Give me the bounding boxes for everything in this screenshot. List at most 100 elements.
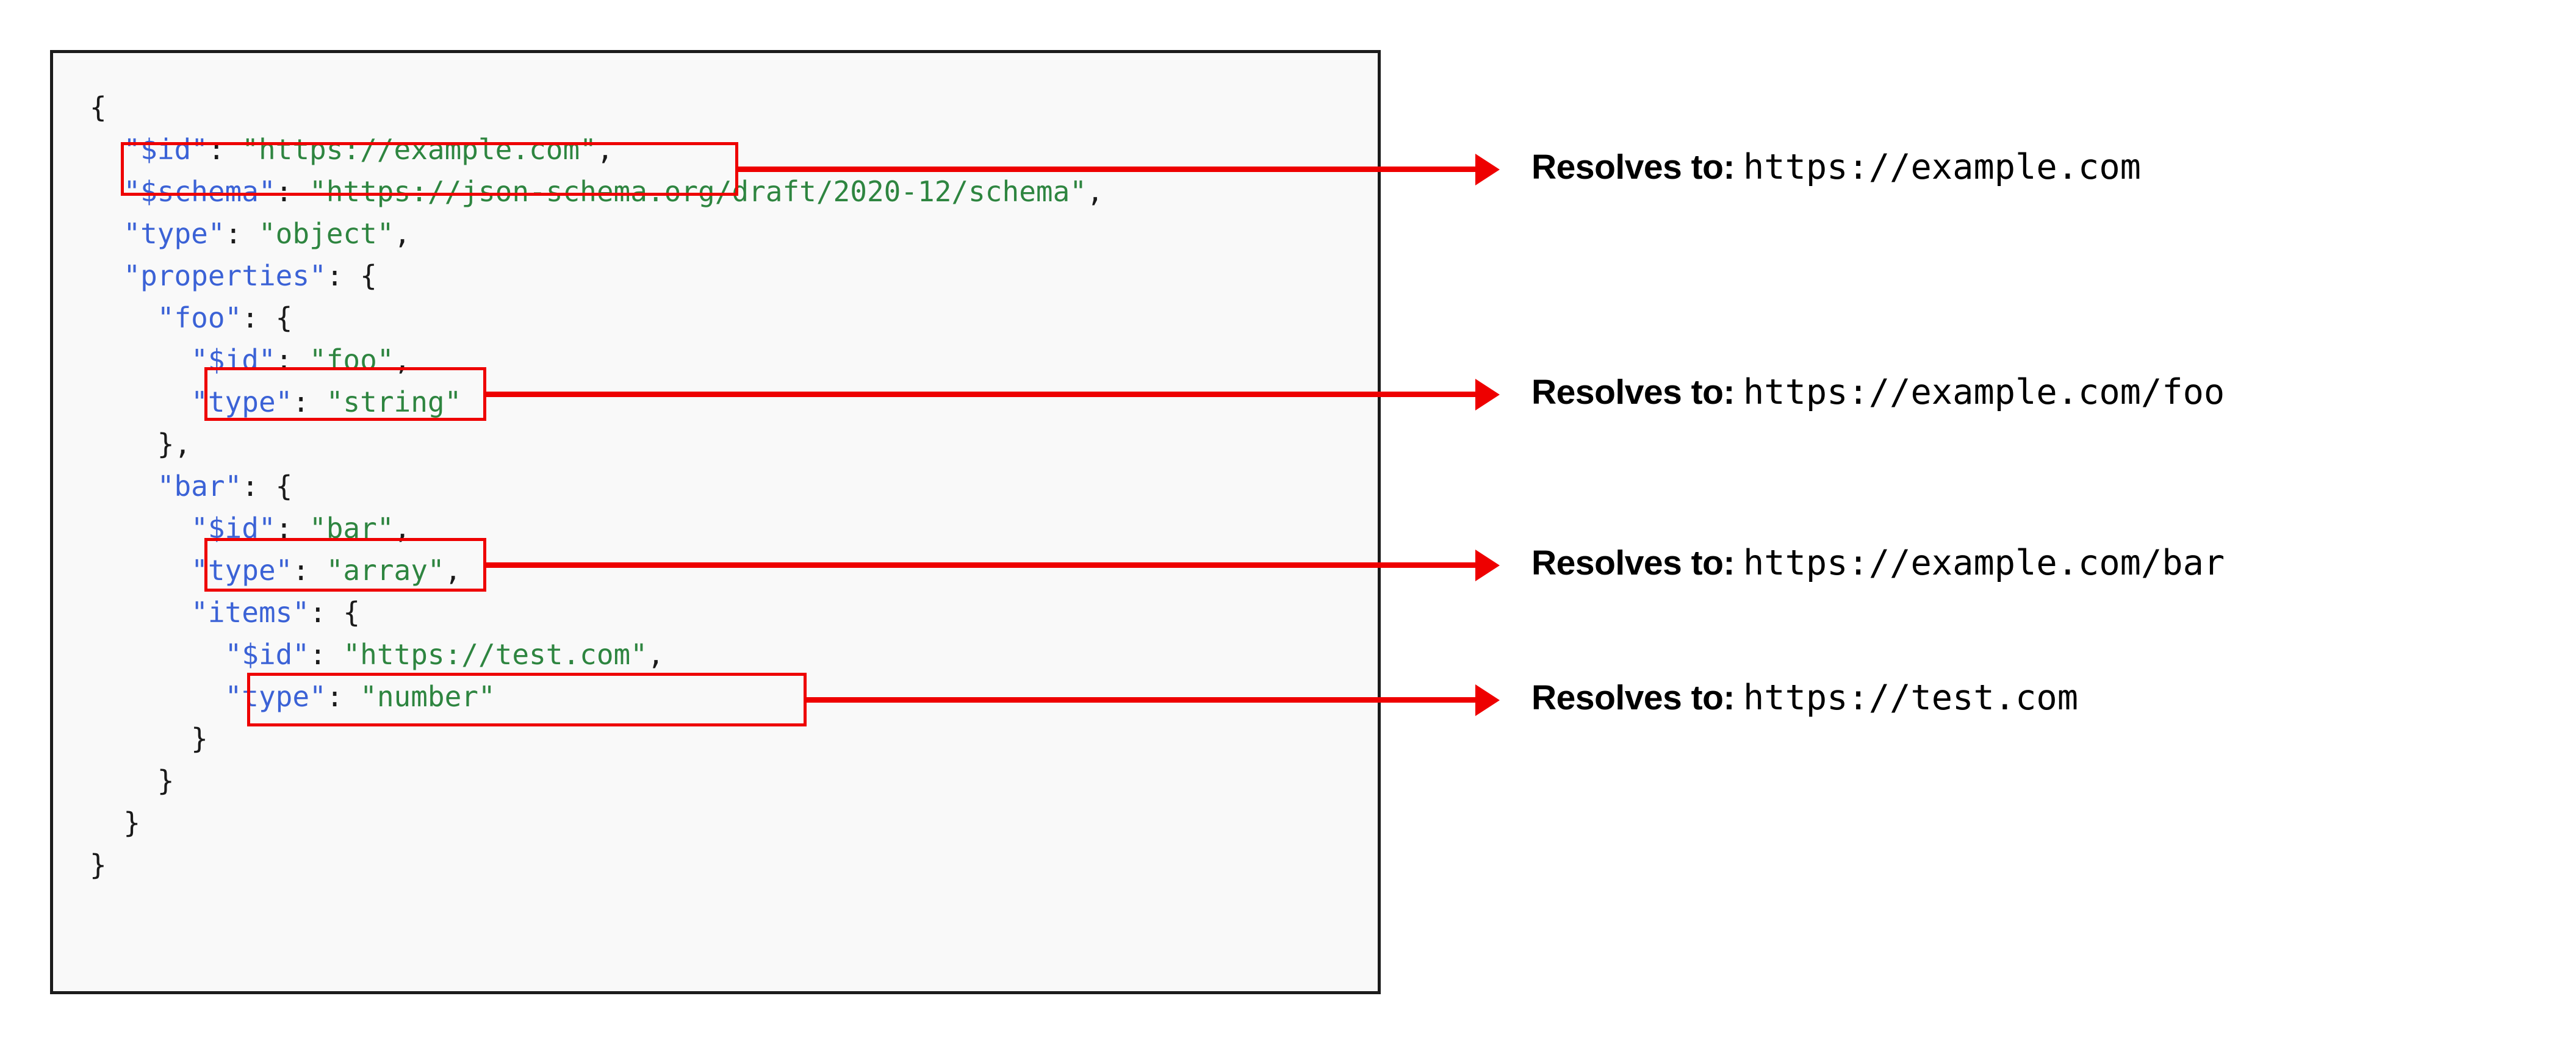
code-token-punc: : bbox=[309, 638, 344, 671]
resolves-to-label: Resolves to: bbox=[1531, 678, 1735, 717]
code-token-punc: : bbox=[275, 343, 310, 376]
code-indent bbox=[90, 680, 225, 713]
code-token-str: "string" bbox=[326, 385, 462, 418]
code-line: "type": "string" bbox=[90, 381, 1104, 423]
code-token-key: "$id" bbox=[123, 133, 208, 166]
code-token-str: "object" bbox=[258, 217, 394, 250]
code-token-punc: }, bbox=[157, 428, 192, 461]
code-token-key: "properties" bbox=[123, 259, 326, 292]
code-line: "items": { bbox=[90, 592, 1104, 634]
code-token-str: "https://test.com" bbox=[343, 638, 647, 671]
code-indent bbox=[90, 470, 157, 503]
code-token-str: "https://json-schema.org/draft/2020-12/s… bbox=[309, 175, 1087, 208]
code-token-punc: , bbox=[394, 343, 411, 376]
code-line: "type": "object", bbox=[90, 213, 1104, 255]
code-line: } bbox=[90, 760, 1104, 802]
code-indent bbox=[90, 133, 123, 166]
code-token-punc: : { bbox=[309, 596, 361, 629]
code-line: "properties": { bbox=[90, 255, 1104, 297]
code-line: } bbox=[90, 718, 1104, 760]
code-indent bbox=[90, 343, 191, 376]
code-token-punc: , bbox=[444, 554, 462, 587]
resolves-to-label: Resolves to: bbox=[1531, 373, 1735, 412]
highlight-id-foo bbox=[204, 367, 486, 421]
code-token-punc: : { bbox=[242, 301, 293, 334]
code-token-key: "bar" bbox=[157, 470, 242, 503]
code-indent bbox=[90, 259, 123, 292]
resolved-uri-value: https://example.com/foo bbox=[1743, 372, 2225, 412]
code-line: "$id": "https://test.com", bbox=[90, 634, 1104, 676]
code-token-key: "type" bbox=[123, 217, 225, 250]
code-token-str: "array" bbox=[326, 554, 445, 587]
code-token-punc: } bbox=[90, 848, 107, 881]
arrow-to-root bbox=[737, 167, 1477, 172]
json-code-panel: { "$id": "https://example.com", "$schema… bbox=[50, 50, 1381, 994]
code-token-key: "type" bbox=[191, 385, 293, 418]
resolved-uri-value: https://example.com/bar bbox=[1743, 543, 2225, 583]
resolved-uri-value: https://test.com bbox=[1743, 678, 2079, 718]
code-token-punc: , bbox=[647, 638, 664, 671]
code-token-key: "type" bbox=[225, 680, 326, 713]
resolved-uri-value: https://example.com bbox=[1743, 147, 2141, 187]
code-line: "bar": { bbox=[90, 465, 1104, 507]
annotation-bar: Resolves to:https://example.com/bar bbox=[1531, 546, 2225, 581]
code-token-str: "https://example.com" bbox=[242, 133, 597, 166]
code-indent bbox=[90, 722, 191, 755]
arrow-to-foo bbox=[485, 392, 1477, 397]
code-indent bbox=[90, 217, 123, 250]
code-indent bbox=[90, 554, 191, 587]
resolves-to-label: Resolves to: bbox=[1531, 148, 1735, 187]
code-token-punc: } bbox=[123, 806, 141, 839]
annotation-items: Resolves to:https://test.com bbox=[1531, 681, 2078, 715]
code-token-punc: : bbox=[292, 385, 326, 418]
code-token-key: "items" bbox=[191, 596, 310, 629]
code-indent bbox=[90, 175, 123, 208]
code-token-key: "foo" bbox=[157, 301, 242, 334]
arrow-to-bar bbox=[485, 562, 1477, 568]
code-token-punc: , bbox=[596, 133, 614, 166]
code-token-punc: , bbox=[394, 217, 411, 250]
code-indent bbox=[90, 512, 191, 545]
code-line: "type": "number" bbox=[90, 676, 1104, 718]
code-indent bbox=[90, 638, 225, 671]
code-token-punc: { bbox=[90, 91, 107, 124]
code-token-punc: : { bbox=[242, 470, 293, 503]
arrow-to-items bbox=[805, 697, 1477, 703]
code-indent bbox=[90, 301, 157, 334]
code-line: "$schema": "https://json-schema.org/draf… bbox=[90, 171, 1104, 213]
code-token-str: "foo" bbox=[309, 343, 394, 376]
code-line: "type": "array", bbox=[90, 550, 1104, 592]
code-line: "$id": "foo", bbox=[90, 339, 1104, 381]
code-token-punc: , bbox=[1086, 175, 1104, 208]
code-indent bbox=[90, 764, 157, 797]
code-line: "foo": { bbox=[90, 297, 1104, 339]
resolves-to-label: Resolves to: bbox=[1531, 543, 1735, 582]
code-token-key: "type" bbox=[191, 554, 293, 587]
code-token-key: "$schema" bbox=[123, 175, 276, 208]
code-token-punc: : { bbox=[326, 259, 377, 292]
code-token-punc: : bbox=[326, 680, 361, 713]
code-line: "$id": "https://example.com", bbox=[90, 129, 1104, 171]
code-token-punc: } bbox=[157, 764, 174, 797]
code-token-punc: : bbox=[275, 175, 310, 208]
code-token-str: "number" bbox=[360, 680, 495, 713]
highlight-id-root bbox=[121, 142, 738, 196]
highlight-id-bar bbox=[204, 538, 486, 592]
highlight-id-items bbox=[247, 673, 807, 726]
code-line: { bbox=[90, 87, 1104, 129]
code-indent bbox=[90, 596, 191, 629]
code-indent bbox=[90, 385, 191, 418]
code-line: }, bbox=[90, 423, 1104, 465]
code-token-key: "$id" bbox=[225, 638, 310, 671]
code-indent bbox=[90, 806, 123, 839]
code-token-punc: : bbox=[292, 554, 326, 587]
annotation-root: Resolves to:https://example.com bbox=[1531, 150, 2141, 185]
code-token-punc: } bbox=[191, 722, 208, 755]
code-token-punc: : bbox=[207, 133, 242, 166]
code-indent bbox=[90, 428, 157, 461]
code-line: } bbox=[90, 802, 1104, 844]
code-line: } bbox=[90, 844, 1104, 886]
annotation-foo: Resolves to:https://example.com/foo bbox=[1531, 375, 2225, 410]
json-code-block: { "$id": "https://example.com", "$schema… bbox=[90, 87, 1104, 886]
